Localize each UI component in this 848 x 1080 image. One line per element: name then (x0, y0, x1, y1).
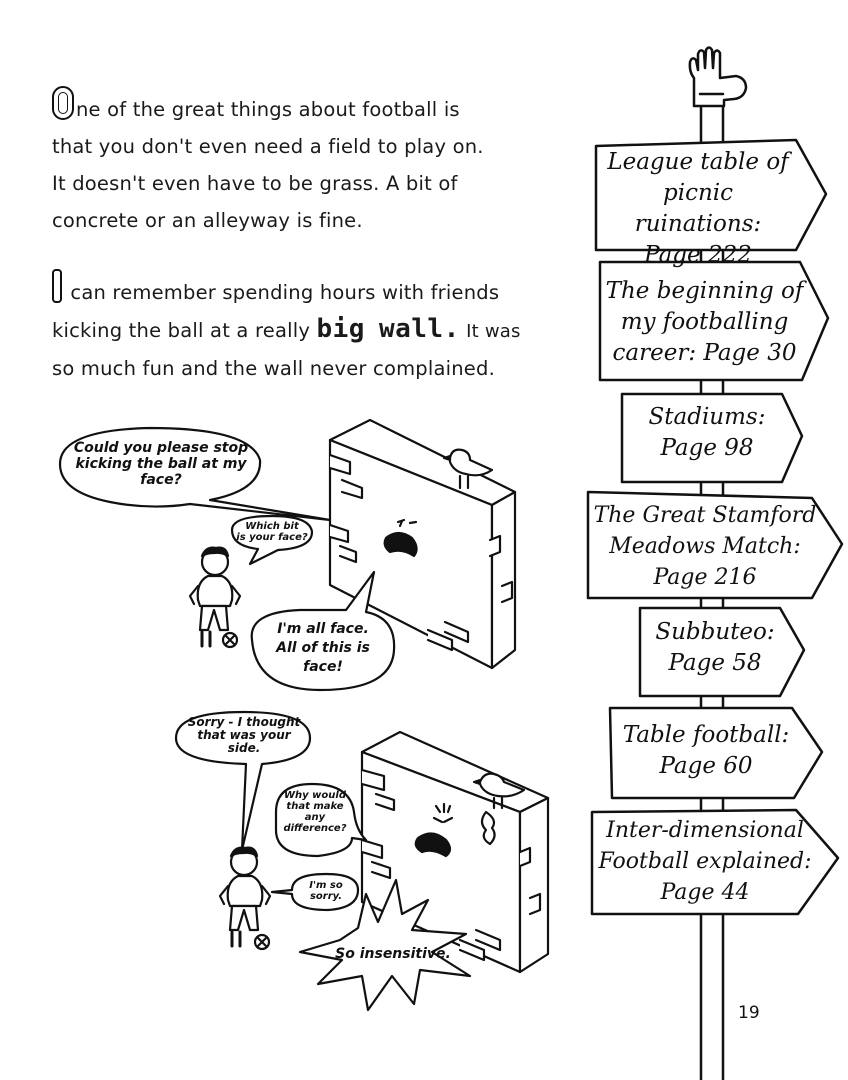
sign-board-5 (638, 606, 806, 698)
speech-bubble-wall-reply-1 (250, 570, 396, 692)
sign-board-7 (590, 808, 840, 916)
wall-word: wall. (378, 314, 460, 344)
shout-bubble-wall-2 (298, 878, 472, 1012)
sign-3-text: Stadiums:Page 98 (648, 404, 766, 461)
sign-board-3 (620, 392, 804, 484)
p1-line-4: concrete or an alleyway is fine. (52, 209, 363, 232)
page-number: 19 (738, 1003, 760, 1023)
wall-shout-2-text: So insensitive. (335, 946, 451, 962)
speech-bubble-kid-2 (174, 710, 312, 852)
p1-line-2: that you don't even need a field to play… (52, 135, 484, 158)
bird-icon-1 (442, 448, 494, 490)
sign-board-2 (598, 260, 830, 382)
big-word: big (316, 314, 365, 344)
p2-line-3: so much fun and the wall never complaine… (52, 357, 495, 380)
kid-character-1 (188, 546, 242, 649)
wall-character-2 (360, 730, 550, 974)
paragraph-1: ne of the great things about football is… (52, 86, 562, 239)
speech-bubble-wall-2 (274, 782, 368, 858)
dropcap-i (52, 269, 62, 303)
speech-bubble-kid-1 (230, 514, 314, 566)
sign-5-text: Subbuteo:Page 58 (655, 619, 775, 676)
p2-line-1: can remember spending hours with friends (70, 281, 500, 304)
kid-character-2 (218, 846, 272, 951)
bird-icon-2 (472, 772, 526, 810)
paragraph-2: can remember spending hours with friends… (52, 269, 562, 387)
wall-character-1 (328, 418, 517, 670)
sign-board-4 (586, 490, 844, 600)
p2-line-2b: It was (466, 321, 521, 342)
speech-bubble-wall-1 (58, 426, 332, 522)
p1-line-1: ne of the great things about football is (76, 98, 460, 121)
speech-bubble-kid-reply-2 (270, 872, 360, 912)
sign-6-text: Table football:Page 60 (622, 722, 790, 779)
p1-line-3: It doesn't even have to be grass. A bit … (52, 172, 458, 195)
sign-board-6 (608, 706, 824, 800)
dropcap-o (52, 86, 74, 120)
sign-board-1 (594, 138, 828, 252)
hand-icon (688, 46, 748, 108)
p2-line-2a: kicking the ball at a really (52, 319, 311, 342)
